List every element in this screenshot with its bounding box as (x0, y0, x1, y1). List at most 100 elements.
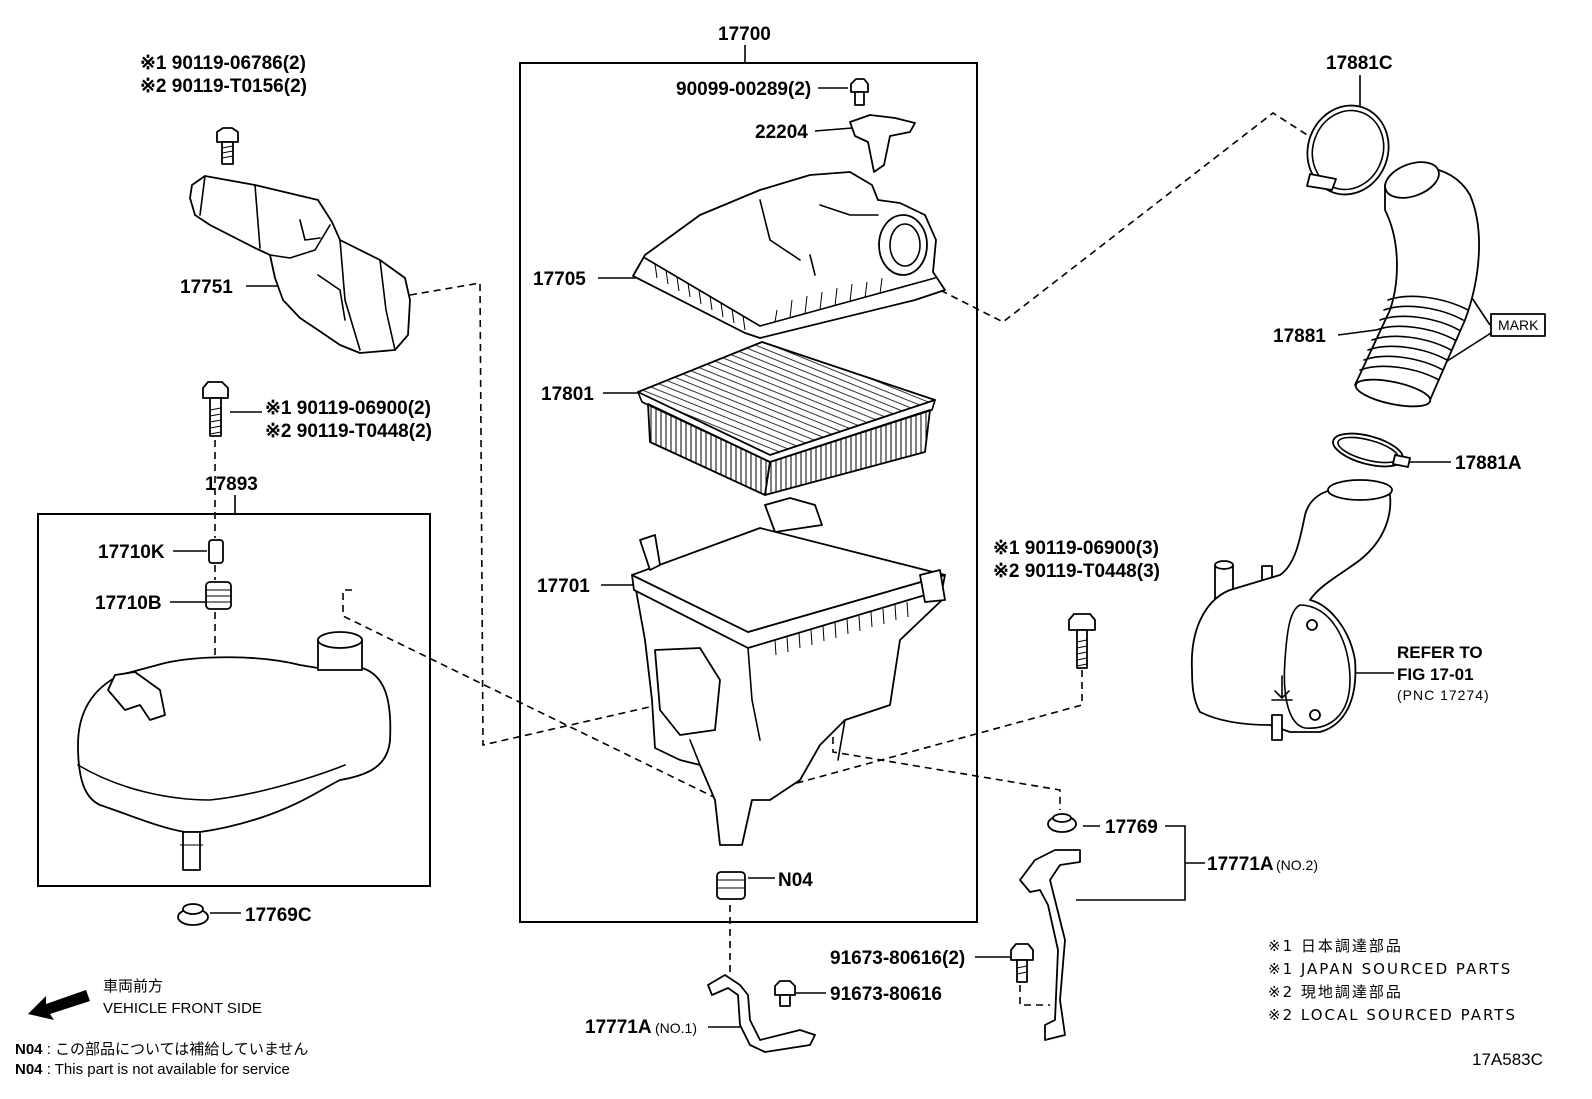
bolt-90119-06900-left (202, 381, 229, 437)
part-label-91673-80616[interactable]: 91673-80616 (830, 984, 942, 1005)
part-label-90099-00289[interactable]: 90099-00289(2) (676, 79, 811, 100)
part-label-17771A-no1-suffix: (NO.1) (655, 1020, 697, 1036)
grommet-ridges (206, 589, 231, 603)
part-label-17710B[interactable]: 17710B (95, 593, 162, 614)
part-label-17701[interactable]: 17701 (537, 576, 590, 597)
hose-ribs (1359, 295, 1469, 381)
part-label-17881A[interactable]: 17881A (1455, 453, 1522, 474)
bolt-90099-00289 (850, 78, 869, 106)
dashed-line (409, 282, 681, 747)
legend-item: ※1 JAPAN SOURCED PARTS (1268, 960, 1512, 978)
case-body (635, 587, 943, 846)
clamp-17881C (1306, 104, 1390, 196)
case-clip-right (919, 569, 946, 603)
resonator-cap-top (317, 631, 363, 649)
cap-ribs (654, 263, 883, 331)
part-label-bolt-90119-06900-2[interactable]: ※1 90119-06900(2) (265, 398, 431, 419)
vehicle-front-label-en: VEHICLE FRONT SIDE (103, 1000, 262, 1017)
note-not-serviced-jp: N04 : この部品については補給していません (15, 1041, 308, 1058)
bolt-head (1010, 943, 1034, 961)
note-text: : この部品については補給していません (43, 1041, 309, 1058)
bracket-17771A-no2 (1019, 849, 1081, 1041)
bolt-shaft (854, 91, 865, 106)
clamp-ring (1306, 104, 1390, 196)
front-direction-arrow-icon (28, 990, 90, 1020)
grommet-ridges (717, 879, 745, 889)
connector-pin (1271, 714, 1283, 741)
part-label-17751[interactable]: 17751 (180, 277, 233, 298)
sensor-22204 (849, 114, 916, 173)
grommet-top (182, 903, 204, 915)
leader-line (1337, 329, 1377, 336)
bolt-thread (1016, 965, 1028, 975)
intake-connector-ref (1190, 479, 1393, 741)
case-top-pipe (764, 497, 823, 533)
grommet-17769 (1047, 813, 1077, 833)
part-label-17705[interactable]: 17705 (533, 269, 586, 290)
connector-flange (1283, 604, 1351, 729)
part-label-17771A-no2[interactable]: 17771A (1207, 854, 1274, 875)
part-label-17771A-no1[interactable]: 17771A (585, 1017, 652, 1038)
bolt-shaft (1016, 959, 1028, 983)
part-label-bolt-90119-06900-3[interactable]: ※1 90119-06900(3) (993, 538, 1159, 559)
part-label-bolt-90119-T0448-2[interactable]: ※2 90119-T0448(2) (265, 421, 432, 442)
part-label-bolt-90119-T0156[interactable]: ※2 90119-T0156(2) (140, 76, 307, 97)
part-label-91673-80616-x2[interactable]: 91673-80616(2) (830, 948, 965, 969)
intake-duct-17751 (189, 175, 411, 354)
connector-flange-hole (1309, 709, 1321, 721)
bolt-90119-06786 (216, 127, 239, 165)
connector-flange-hole (1306, 619, 1318, 631)
connector-arrow-icon (1271, 675, 1293, 701)
hose-bottom-opening (1354, 378, 1432, 408)
part-label-17769[interactable]: 17769 (1105, 817, 1158, 838)
bolt-shaft (779, 994, 791, 1007)
connector-tube-end (1214, 560, 1234, 570)
part-label-17771A-no2-suffix: (NO.2) (1276, 857, 1318, 873)
part-label-17881[interactable]: 17881 (1273, 326, 1326, 347)
hose-body (1354, 166, 1480, 401)
part-label-22204[interactable]: 22204 (755, 122, 808, 143)
mark-label: MARK (1498, 317, 1539, 333)
grommet-body (716, 871, 746, 900)
part-label-17881C[interactable]: 17881C (1326, 53, 1393, 74)
dashed-line (342, 589, 721, 801)
part-label-17801[interactable]: 17801 (541, 384, 594, 405)
part-label-17893[interactable]: 17893 (205, 474, 258, 495)
bolt-head (850, 78, 869, 93)
case-top-rim (631, 527, 946, 633)
refer-to-label[interactable]: REFER TO (1397, 643, 1483, 662)
refer-figure-label[interactable]: FIG 17-01 (1397, 665, 1474, 684)
case-detail (689, 647, 846, 766)
clamp-tab (1306, 173, 1337, 191)
bolt-90119-06900-right (1068, 613, 1096, 669)
vehicle-front-label-jp: 車両前方 (103, 978, 163, 995)
dashed-line (1019, 985, 1050, 1006)
hose-top-opening (1384, 161, 1440, 199)
note-not-serviced-en: N04 : This part is not available for ser… (15, 1061, 290, 1078)
air-cleaner-assembly-box (519, 62, 978, 923)
part-label-bolt-90119-T0448-3[interactable]: ※2 90119-T0448(3) (993, 561, 1160, 582)
part-label-N04[interactable]: N04 (778, 870, 813, 891)
mark-label-box (1490, 313, 1546, 337)
cap-outlet-inner (889, 223, 921, 267)
part-label-17710K[interactable]: 17710K (98, 542, 165, 563)
part-label-17700[interactable]: 17700 (718, 24, 771, 45)
resonator-mount-tab (107, 671, 166, 721)
bolt-91673-80616 (774, 980, 796, 1007)
clamp-17881A (1332, 432, 1411, 468)
grommet-N04 (716, 871, 746, 900)
grommet-17710B (205, 581, 232, 610)
air-cleaner-cap-17705 (632, 171, 946, 339)
note-code: N04 (15, 1041, 43, 1058)
filter-element-17801 (637, 341, 936, 496)
bolt-91673-80616-x2 (1010, 943, 1034, 983)
bolt-head (774, 980, 796, 996)
resonator-assembly-box (37, 513, 431, 887)
bolt-head (1068, 613, 1096, 631)
clamp-tab (1392, 454, 1411, 468)
part-label-bolt-90119-06786[interactable]: ※1 90119-06786(2) (140, 53, 306, 74)
connector-body (1190, 486, 1392, 733)
case-ribs (774, 601, 909, 656)
part-label-17769C[interactable]: 17769C (245, 905, 312, 926)
